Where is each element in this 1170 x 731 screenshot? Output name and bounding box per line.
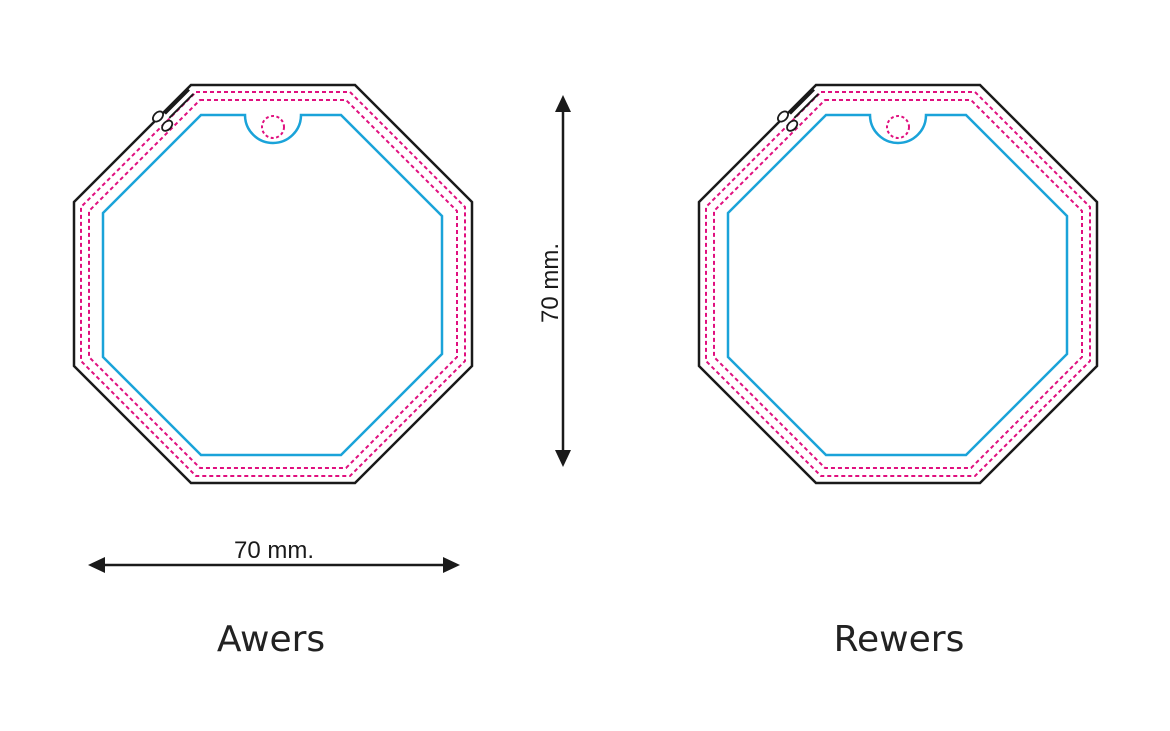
front-template [72,83,474,485]
front-outer-outline [72,83,474,485]
arrow-down-icon [555,450,571,467]
back-cut-line-outer [705,91,1091,477]
arrow-left-icon [88,557,105,573]
back-outer-outline [697,83,1099,485]
back-template [697,83,1099,485]
arrow-up-icon [555,95,571,112]
height-dimension: 70 mm. [537,95,571,467]
back-hanger-hole [886,115,910,139]
arrow-right-icon [443,557,460,573]
width-dimension: 70 mm. [88,537,460,573]
back-safe-area [726,113,1069,457]
front-hanger-hole [261,115,285,139]
back-cut-line-inner [713,99,1083,469]
front-cut-line-inner [88,99,458,469]
back-label: Rewers [834,619,965,660]
height-dimension-label: 70 mm. [537,243,564,323]
scissors-icon [776,88,820,132]
front-label: Awers [217,619,325,660]
width-dimension-label: 70 mm. [234,537,314,564]
scissors-icon [151,88,195,132]
front-safe-area [101,113,444,457]
front-cut-line-outer [80,91,466,477]
